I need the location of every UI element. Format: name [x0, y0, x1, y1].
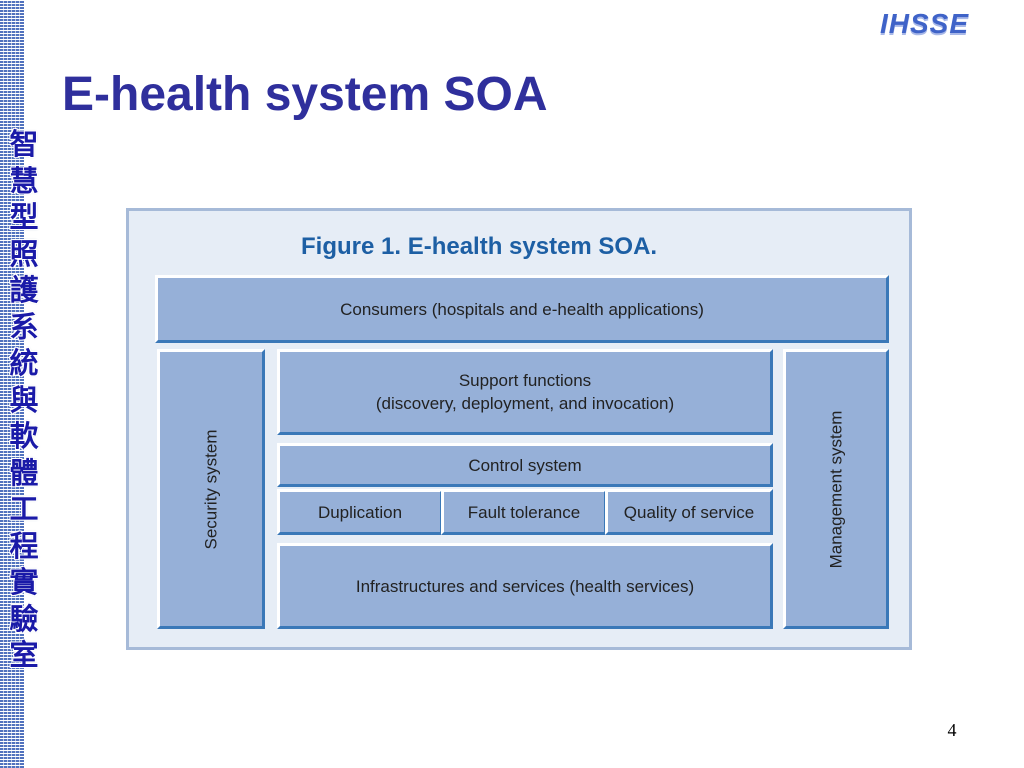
fault-tolerance-block: Fault tolerance [441, 489, 607, 535]
consumers-block: Consumers (hospitals and e-health applic… [155, 275, 889, 343]
lab-name-char: 統 [9, 346, 39, 380]
lab-name-char: 慧 [9, 163, 39, 198]
quality-of-service-label: Quality of service [623, 502, 755, 522]
management-system-block: Management system [783, 349, 889, 629]
lab-name-char: 驗 [9, 601, 39, 636]
infrastructure-label: Infrastructures and services (health ser… [355, 576, 695, 596]
fault-tolerance-label: Fault tolerance [467, 502, 581, 522]
lab-name-vertical: 智 慧 型 照 護 系 統 與 軟 體 工 程 實 驗 室 [4, 126, 44, 674]
security-system-label: Security system [201, 429, 221, 549]
quality-of-service-block: Quality of service [605, 489, 773, 535]
lab-name-char: 照 [9, 236, 39, 271]
lab-name-char: 軟 [9, 419, 39, 453]
support-functions-block: Support functions (discovery, deployment… [277, 349, 773, 435]
duplication-block: Duplication [277, 489, 443, 535]
support-functions-label: Support functions [458, 371, 592, 390]
infrastructure-block: Infrastructures and services (health ser… [277, 543, 773, 629]
control-system-block: Control system [277, 443, 773, 487]
ihsse-logo: IHSSE [880, 8, 970, 39]
soa-figure: Figure 1. E-health system SOA. Consumers… [126, 208, 912, 650]
support-functions-detail: (discovery, deployment, and invocation) [375, 394, 675, 413]
lab-name-char: 護 [9, 273, 39, 307]
management-system-label: Management system [826, 410, 846, 568]
lab-name-char: 型 [9, 200, 39, 234]
lab-name-char: 工 [9, 492, 39, 526]
lab-name-char: 體 [9, 455, 39, 490]
slide-title: E-health system SOA [62, 68, 548, 121]
lab-name-char: 程 [9, 528, 39, 563]
side-decorative-strip [0, 0, 24, 768]
figure-caption: Figure 1. E-health system SOA. [301, 233, 658, 260]
page-number: 4 [947, 720, 957, 740]
lab-name-char: 實 [9, 565, 39, 599]
control-system-label: Control system [468, 455, 582, 475]
security-system-block: Security system [157, 349, 265, 629]
lab-name-char: 智 [9, 127, 39, 161]
consumers-label: Consumers (hospitals and e-health applic… [340, 299, 704, 319]
lab-name-char: 與 [9, 382, 39, 417]
lab-name-char: 系 [9, 309, 39, 344]
duplication-label: Duplication [317, 502, 403, 522]
lab-name-char: 室 [9, 638, 39, 672]
